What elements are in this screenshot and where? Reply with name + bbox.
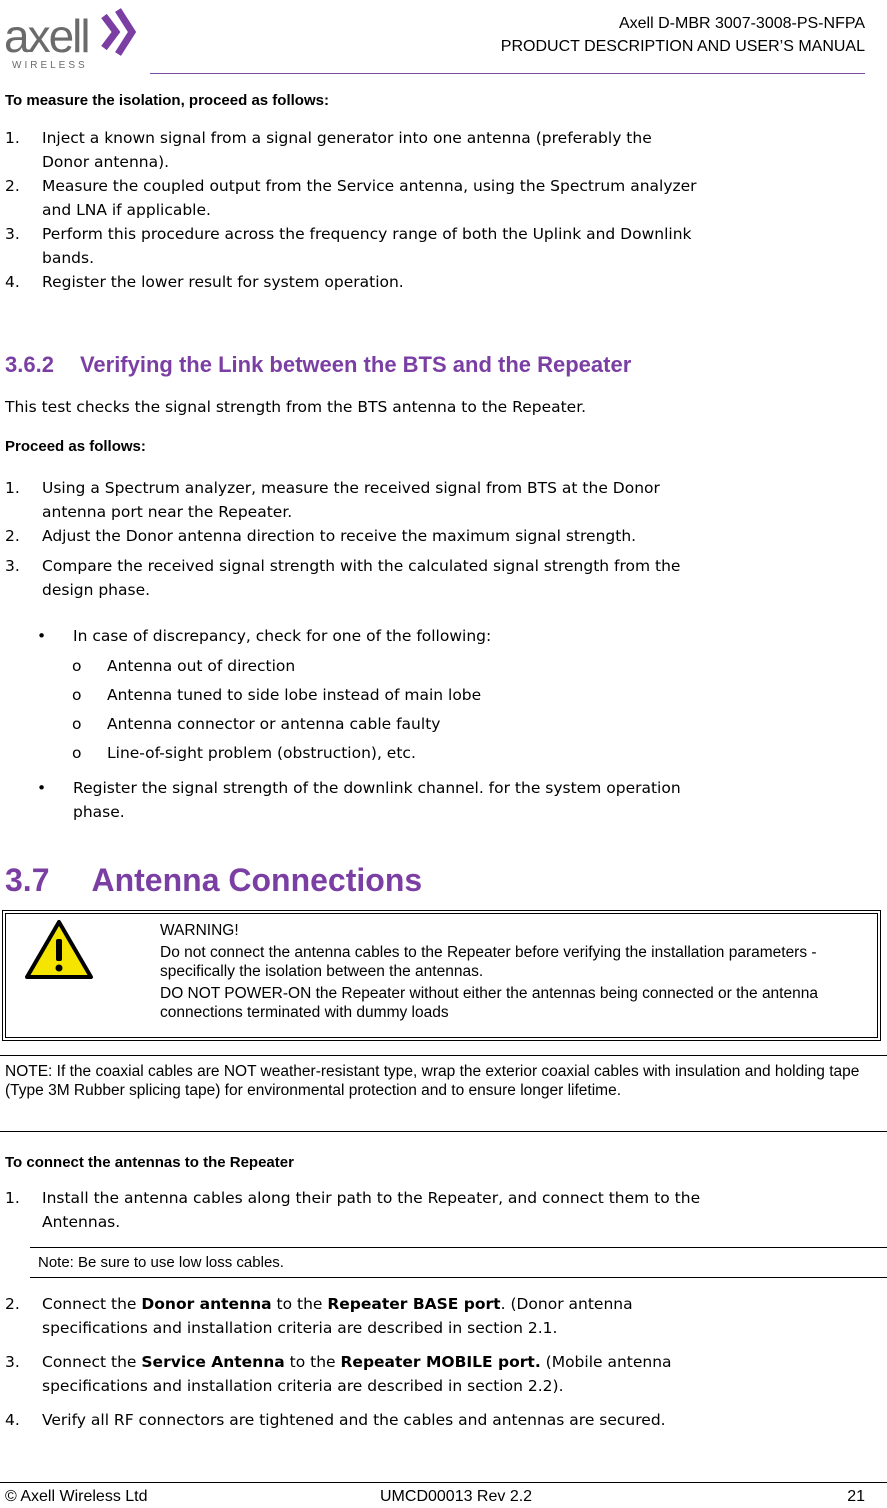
- warning-paragraph-2: DO NOT POWER-ON the Repeater without eit…: [160, 985, 818, 1021]
- circle-bullet-icon: o: [72, 715, 82, 733]
- list-item: 1. Inject a known signal from a signal g…: [5, 129, 652, 171]
- page-number: 21: [847, 1488, 865, 1505]
- proceed-heading: Proceed as follows:: [5, 438, 146, 455]
- list-item: o Antenna tuned to side lobe instead of …: [72, 683, 872, 712]
- isolation-heading: To measure the isolation, proceed as fol…: [5, 92, 329, 109]
- note-top-rule: [0, 1055, 887, 1056]
- list-item: o Antenna out of direction: [72, 654, 872, 683]
- isolation-steps: 1. Inject a known signal from a signal g…: [5, 126, 885, 294]
- warning-label: WARNING!: [160, 922, 239, 939]
- connect-heading: To connect the antennas to the Repeater: [5, 1154, 294, 1171]
- warning-triangle-icon: [24, 919, 94, 981]
- list-item: o Antenna connector or antenna cable fau…: [72, 712, 872, 741]
- header-rule: [150, 73, 865, 74]
- svg-text:WIRELESS: WIRELESS: [12, 60, 88, 70]
- list-item: o Line-of-sight problem (obstruction), e…: [72, 741, 872, 770]
- bullet-icon: •: [37, 779, 47, 797]
- footer-doc-id: UMCD00013 Rev 2.2: [380, 1488, 533, 1505]
- bullet-icon: •: [37, 627, 47, 645]
- list-item: 1. Using a Spectrum analyzer, measure th…: [5, 479, 660, 521]
- footer-copyright: © Axell Wireless Ltd: [5, 1488, 148, 1505]
- circle-bullet-icon: o: [72, 686, 82, 704]
- sub-items: o Antenna out of direction o Antenna tun…: [72, 654, 872, 770]
- circle-bullet-icon: o: [72, 744, 82, 762]
- list-item: 3. Compare the received signal strength …: [5, 557, 681, 599]
- link-steps: 1. Using a Spectrum analyzer, measure th…: [5, 476, 885, 602]
- svg-text:axell: axell: [4, 10, 89, 62]
- doc-title-line1: Axell D-MBR 3007-3008-PS-NFPA: [618, 15, 865, 32]
- note-weather-resistant: NOTE: If the coaxial cables are NOT weat…: [5, 1063, 860, 1099]
- note-bottom-rule: [0, 1131, 887, 1132]
- list-item: 3. Perform this procedure across the fre…: [5, 225, 692, 267]
- cable-note: Note: Be sure to use low loss cables.: [38, 1254, 284, 1271]
- section-intro: This test checks the signal strength fro…: [5, 398, 587, 416]
- footer-rule: [0, 1482, 887, 1483]
- warning-box: WARNING! Do not connect the antenna cabl…: [2, 910, 881, 1041]
- document-title: Axell D-MBR 3007-3008-PS-NFPA PRODUCT DE…: [501, 12, 865, 58]
- warning-paragraph-1: Do not connect the antenna cables to the…: [160, 944, 817, 980]
- doc-title-line2: PRODUCT DESCRIPTION AND USER’S MANUAL: [500, 38, 865, 55]
- cable-note-bottom-rule: [30, 1277, 887, 1278]
- warning-inner-border: [5, 913, 878, 1038]
- warning-text: WARNING! Do not connect the antenna cabl…: [160, 921, 880, 1025]
- circle-bullet-icon: o: [72, 657, 82, 675]
- axell-wireless-logo: axell WIRELESS: [4, 2, 144, 71]
- cable-note-top-rule: [30, 1247, 887, 1248]
- list-item: 2. Adjust the Donor antenna direction to…: [5, 527, 637, 545]
- list-item: 2. Measure the coupled output from the S…: [5, 177, 697, 219]
- list-item: 4. Register the lower result for system …: [5, 273, 404, 291]
